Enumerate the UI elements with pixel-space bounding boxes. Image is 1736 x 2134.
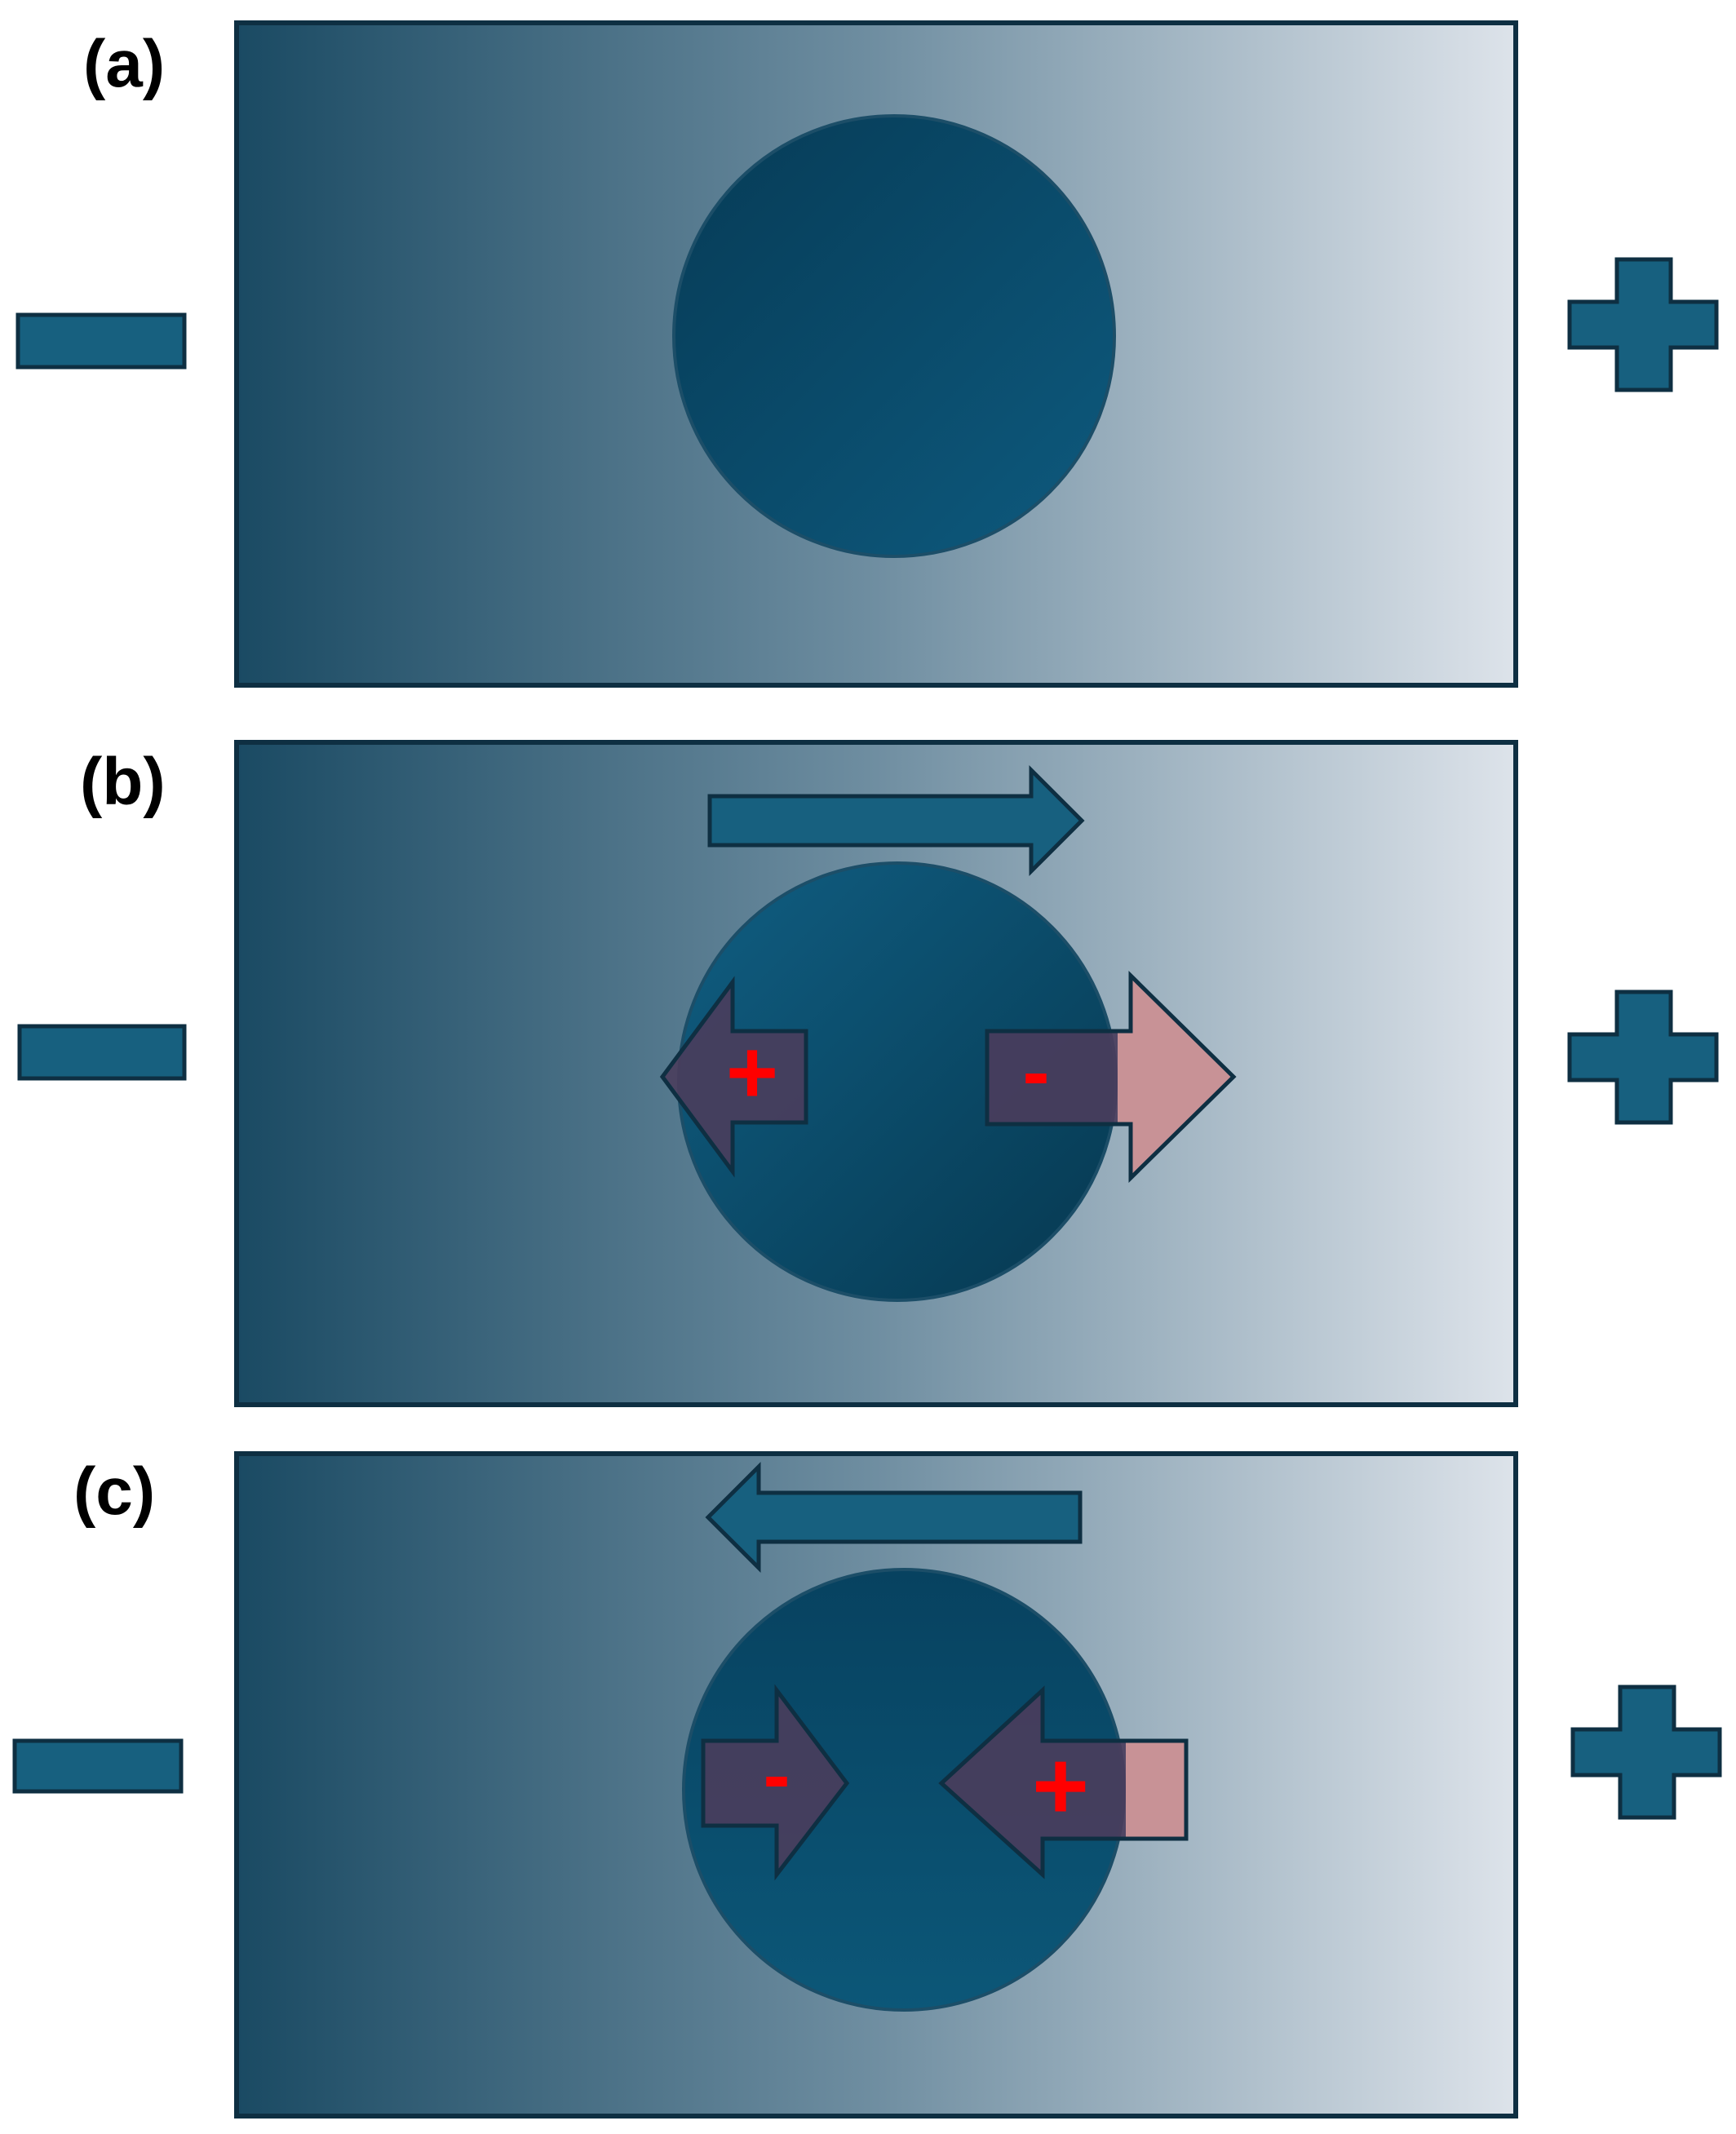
flow-arrow-right-icon [707,764,1085,877]
minus-sign-icon [17,1024,187,1081]
panel-b: (b) + - [17,740,1719,1407]
charge-sign: - [1022,1026,1049,1118]
panel-c: (c) - + [12,1451,1722,2119]
panel-a: (a) [16,20,1719,688]
plus-sign-icon [1570,1685,1722,1820]
charge-arrow-positive-left: + [659,976,808,1178]
flow-arrow-left-icon [705,1461,1083,1574]
plus-sign-icon [1567,990,1719,1125]
charge-arrow-negative-right: - [701,1684,850,1881]
panel-label-c: (c) [73,1454,155,1529]
particle-sphere [672,114,1116,558]
charge-arrow-negative-right: - [985,971,1237,1183]
charge-sign: - [763,1729,790,1821]
panel-label-b: (b) [80,745,166,819]
panel-label-a: (a) [83,27,165,101]
plus-sign-icon [1567,257,1719,392]
minus-sign-icon [16,312,187,370]
charge-arrow-positive-left: + [938,1685,1189,1879]
minus-sign-icon [12,1738,184,1794]
charge-sign: + [726,1022,778,1122]
charge-sign: + [1032,1731,1089,1840]
